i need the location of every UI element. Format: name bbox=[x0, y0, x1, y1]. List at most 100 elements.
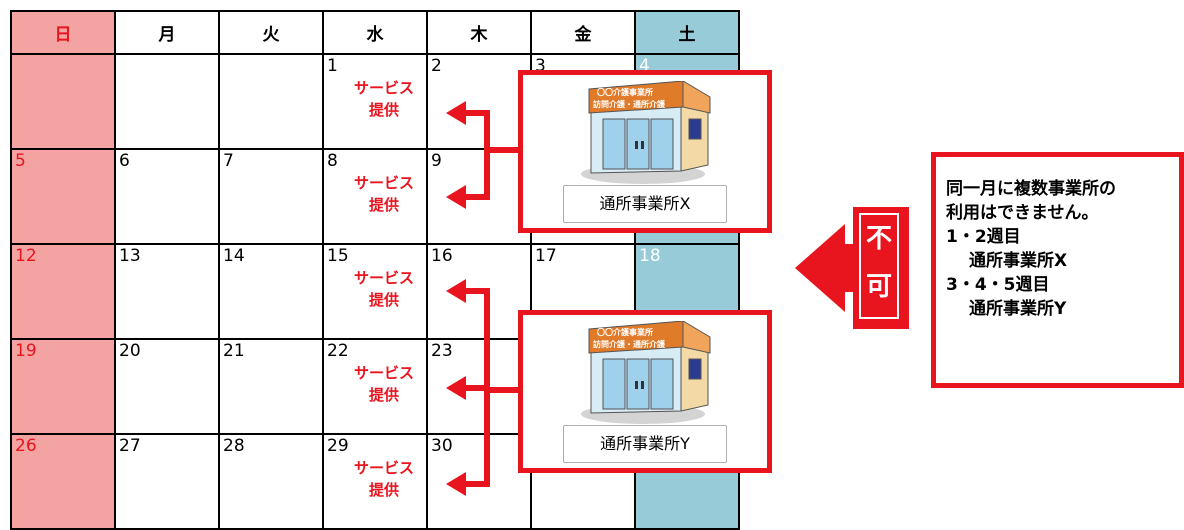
day-number: 4 bbox=[639, 56, 650, 76]
day-number: 9 bbox=[431, 151, 442, 171]
service-label-line1: サービス bbox=[353, 79, 414, 97]
day-number: 14 bbox=[223, 246, 245, 266]
header-thursday: 木 bbox=[426, 10, 532, 55]
day-number: 13 bbox=[119, 246, 141, 266]
left-arrow-icon bbox=[795, 224, 853, 312]
service-label: サービス提供 bbox=[324, 77, 426, 121]
day-cell: 26 bbox=[10, 433, 116, 530]
day-number: 12 bbox=[15, 246, 37, 266]
day-number: 3 bbox=[535, 56, 546, 76]
service-label-line2: 提供 bbox=[368, 196, 399, 214]
day-cell bbox=[114, 53, 220, 150]
day-number: 28 bbox=[223, 436, 245, 456]
sign-line2: 訪問介護・通所介護 bbox=[593, 99, 666, 109]
day-cell: 5 bbox=[10, 148, 116, 245]
day-number: 21 bbox=[223, 341, 245, 361]
service-label-line2: 提供 bbox=[368, 481, 399, 499]
day-cell: 7 bbox=[218, 148, 324, 245]
service-label: サービス提供 bbox=[324, 267, 426, 311]
day-cell: 14 bbox=[218, 243, 324, 340]
note-line-1: 同一月に複数事業所の bbox=[946, 179, 1116, 199]
service-label-line1: サービス bbox=[353, 269, 414, 287]
not-allowed-text: 不 可 bbox=[859, 213, 899, 319]
service-label: サービス提供 bbox=[324, 457, 426, 501]
day-number: 23 bbox=[431, 341, 453, 361]
building-icon: 〇〇介護事業所 訪問介護・通所介護 bbox=[581, 321, 711, 424]
service-label: サービス提供 bbox=[324, 362, 426, 406]
day-number: 22 bbox=[327, 341, 349, 361]
arrow-y-week3 bbox=[459, 288, 521, 393]
arrowhead-icon bbox=[446, 376, 466, 400]
note-line-2: 利用はできません。 bbox=[946, 203, 1099, 223]
header-tuesday: 火 bbox=[218, 10, 324, 55]
service-label-line2: 提供 bbox=[368, 101, 399, 119]
service-label-line2: 提供 bbox=[368, 386, 399, 404]
building-icon: 〇〇介護事業所 訪問介護・通所介護 bbox=[581, 81, 711, 184]
arrow-y-week5 bbox=[459, 387, 490, 487]
day-number: 5 bbox=[15, 151, 26, 171]
day-number: 29 bbox=[327, 436, 349, 456]
day-number: 26 bbox=[15, 436, 37, 456]
day-cell bbox=[218, 53, 324, 150]
not-allowed-badge: 不 可 bbox=[853, 207, 909, 329]
day-cell: 13 bbox=[114, 243, 220, 340]
day-number: 17 bbox=[535, 246, 557, 266]
day-number: 27 bbox=[119, 436, 141, 456]
arrow-x-week1 bbox=[459, 110, 521, 153]
rule-note-box: 同一月に複数事業所の 利用はできません。 1・2週目 通所事業所X 3・4・5週… bbox=[931, 152, 1184, 388]
day-number: 30 bbox=[431, 436, 453, 456]
arrow-x-week2 bbox=[459, 147, 490, 200]
day-cell: 27 bbox=[114, 433, 220, 530]
day-cell: 6 bbox=[114, 148, 220, 245]
note-line-3: 1・2週目 bbox=[946, 227, 1021, 247]
day-cell: 20 bbox=[114, 338, 220, 435]
header-wednesday: 水 bbox=[322, 10, 428, 55]
day-number: 19 bbox=[15, 341, 37, 361]
header-saturday: 土 bbox=[634, 10, 740, 55]
connector-arrows bbox=[446, 101, 853, 496]
note-line-6: 通所事業所Y bbox=[969, 299, 1067, 319]
service-label: サービス提供 bbox=[324, 172, 426, 216]
office-x-label: 通所事業所X bbox=[563, 185, 727, 223]
day-number: 2 bbox=[431, 56, 442, 76]
sign-line1: 〇〇介護事業所 bbox=[597, 87, 653, 97]
day-cell bbox=[10, 53, 116, 150]
office-y-box: 〇〇介護事業所 訪問介護・通所介護 通所事業所Y bbox=[518, 310, 772, 473]
day-cell: 8 サービス提供 bbox=[322, 148, 428, 245]
note-line-5: 3・4・5週目 bbox=[946, 275, 1050, 295]
day-cell: 15 サービス提供 bbox=[322, 243, 428, 340]
day-cell: 21 bbox=[218, 338, 324, 435]
day-cell: 1 サービス提供 bbox=[322, 53, 428, 150]
arrowhead-icon bbox=[446, 185, 466, 209]
office-y-label: 通所事業所Y bbox=[563, 425, 727, 463]
calendar-week-5: 26 27 28 29 サービス提供 30 bbox=[10, 433, 740, 530]
header-monday: 月 bbox=[114, 10, 220, 55]
day-cell: 29 サービス提供 bbox=[322, 433, 428, 530]
sign-line2: 訪問介護・通所介護 bbox=[593, 339, 666, 349]
day-cell: 16 bbox=[426, 243, 532, 340]
not-allowed-char2: 可 bbox=[865, 272, 892, 302]
day-cell: 22 サービス提供 bbox=[322, 338, 428, 435]
service-label-line2: 提供 bbox=[368, 291, 399, 309]
not-allowed-char1: 不 bbox=[865, 224, 892, 254]
day-cell: 12 bbox=[10, 243, 116, 340]
service-label-line1: サービス bbox=[353, 459, 414, 477]
day-number: 8 bbox=[327, 151, 338, 171]
day-number: 7 bbox=[223, 151, 234, 171]
header-sunday: 日 bbox=[10, 10, 116, 55]
day-number: 20 bbox=[119, 341, 141, 361]
day-number: 16 bbox=[431, 246, 453, 266]
day-number: 18 bbox=[639, 246, 661, 266]
day-cell: 28 bbox=[218, 433, 324, 530]
header-friday: 金 bbox=[530, 10, 636, 55]
service-label-line1: サービス bbox=[353, 174, 414, 192]
note-line-4: 通所事業所X bbox=[969, 251, 1068, 271]
sign-line1: 〇〇介護事業所 bbox=[597, 327, 653, 337]
service-label-line1: サービス bbox=[353, 364, 414, 382]
day-number: 6 bbox=[119, 151, 130, 171]
arrowhead-icon bbox=[446, 279, 466, 303]
office-x-box: 〇〇介護事業所 訪問介護・通所介護 通所事業所X bbox=[518, 70, 772, 233]
day-number: 1 bbox=[327, 56, 338, 76]
calendar-header-row: 日 月 火 水 木 金 土 bbox=[10, 10, 740, 55]
arrowhead-icon bbox=[446, 101, 466, 125]
